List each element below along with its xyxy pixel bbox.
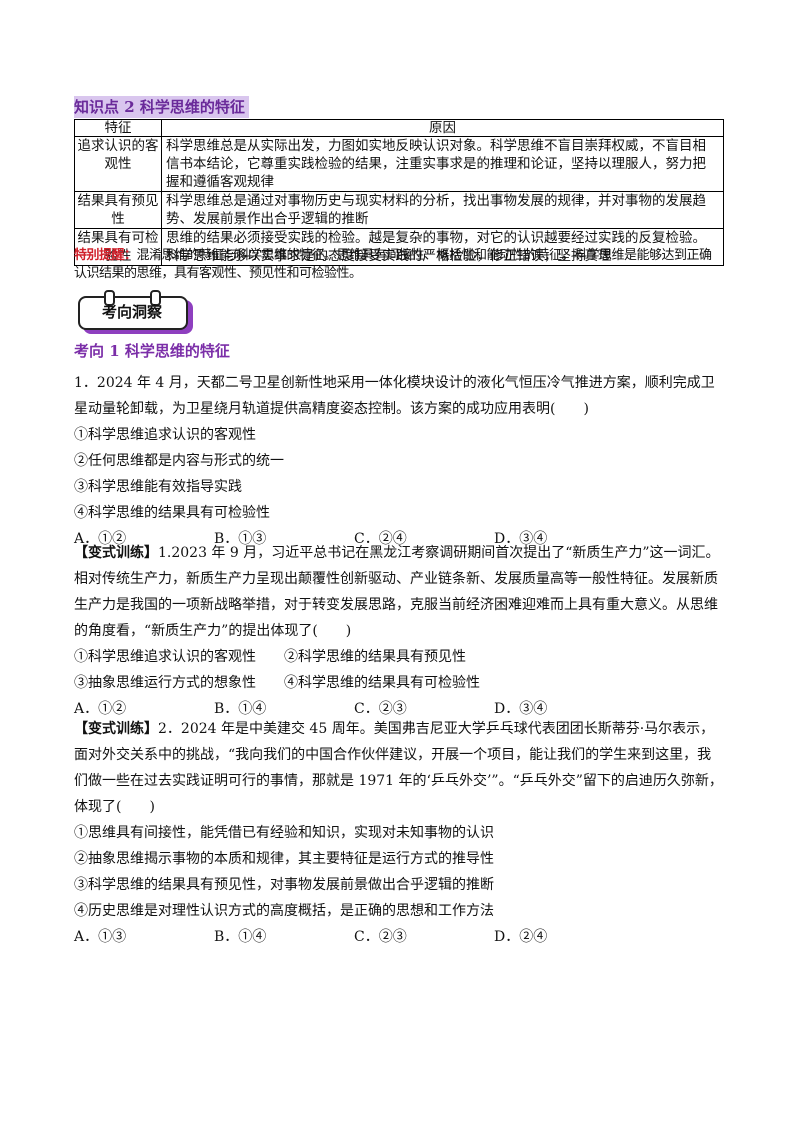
statement: ③抽象思维运行方式的想象性 [74,675,256,691]
option-d[interactable]: D．③④ [494,701,548,717]
statement-row: ③抽象思维运行方式的想象性 ④科学思维的结果具有可检验性 [74,670,724,696]
question-stem: 1．2024 年 4 月，天都二号卫星创新性地采用一体化模块设计的液化气恒压冷气… [74,375,715,417]
feature-cell: 结果具有可检验性 [74,228,162,266]
option-c[interactable]: C．②③ [354,929,407,945]
statement: ①科学思维追求认识的客观性 [74,427,256,443]
option-a[interactable]: A．①② [74,531,127,547]
feature-table: 特征 原因 追求认识的客观性 科学思维总是从实际出发，力图如实地反映认识对象。科… [74,119,724,266]
option-a[interactable]: A．①③ [74,929,127,945]
option-d[interactable]: D．②④ [494,929,548,945]
statement: ③科学思维的结果具有预见性，对事物发展前景做出合乎逻辑的推断 [74,877,494,893]
special-tip: 特别提醒：混淆思维的特征与科学思维的特征。思维具有间接性、概括性和能动性的特征。… [74,247,724,283]
table-header-row: 特征 原因 [74,119,724,137]
feature-cell: 结果具有预见性 [74,191,162,229]
variant-question-2: 【变式训练】2．2024 年是中美建交 45 周年。美国弗吉尼亚大学乒乓球代表团… [74,716,724,950]
option-c[interactable]: C．②③ [354,701,407,717]
feature-cell: 追求认识的客观性 [74,136,162,192]
answer-options: A．①③ B．①④ C．②③ D．②④ [74,924,724,950]
statement: ①科学思维追求认识的客观性 [74,649,256,665]
binder-ring-icon [150,290,161,306]
tip-text: 混淆思维的特征与科学思维的特征。思维具有间接性、概括性和能动性的特征。科学思维是… [74,248,712,281]
banner-label: 考向洞察 [101,303,162,321]
table-row: 结果具有可检验性 思维的结果必须接受实践的检验。越是复杂的事物，对它的认识越要经… [74,228,724,266]
option-d[interactable]: D．③④ [494,531,548,547]
statement: ④历史思维是对理性认识方式的高度概括，是正确的思想和工作方法 [74,903,494,919]
statement-row: ①科学思维追求认识的客观性 ②科学思维的结果具有预见性 [74,644,724,670]
tip-label: 特别提醒： [74,248,137,263]
variant-label: 【变式训练】 [74,545,158,561]
option-c[interactable]: C．②④ [354,531,407,547]
option-b[interactable]: B．①④ [214,929,267,945]
option-b[interactable]: B．①④ [214,701,267,717]
table-header-reason: 原因 [161,119,724,137]
statement: ②抽象思维揭示事物的本质和规律，其主要特征是运行方式的推导性 [74,851,494,867]
table-row: 结果具有预见性 科学思维总是通过对事物历史与现实材料的分析，找出事物发展的规律，… [74,191,724,229]
option-b[interactable]: B．①③ [214,531,267,547]
question-1: 1．2024 年 4 月，天都二号卫星创新性地采用一体化模块设计的液化气恒压冷气… [74,370,724,552]
option-a[interactable]: A．①② [74,701,127,717]
reason-cell: 科学思维总是从实际出发，力图如实地反映认识对象。科学思维不盲目崇拜权威，不盲目相… [161,136,724,192]
variant-label: 【变式训练】 [74,721,158,737]
answer-options: A．①② B．①③ C．②④ D．③④ [74,526,724,552]
reason-cell: 思维的结果必须接受实践的检验。越是复杂的事物，对它的认识越要经过实践的反复检验。… [161,228,724,266]
table-header-feature: 特征 [74,119,162,137]
statement: ②任何思维都是内容与形式的统一 [74,453,284,469]
knowledge-point-title: 知识点 2 科学思维的特征 [74,96,249,118]
statement: ④科学思维的结果具有可检验性 [74,505,270,521]
section-banner: 考向洞察 [78,290,190,332]
question-stem: 【变式训练】1.2023 年 9 月，习近平总书记在黑龙江考察调研期间首次提出了… [74,545,720,639]
answer-options: A．①② B．①④ C．②③ D．③④ [74,696,724,722]
statement: ①思维具有间接性，能凭借已有经验和知识，实现对未知事物的认识 [74,825,494,841]
question-stem: 【变式训练】2．2024 年是中美建交 45 周年。美国弗吉尼亚大学乒乓球代表团… [74,721,723,815]
statement: ②科学思维的结果具有预见性 [284,649,466,665]
table-row: 追求认识的客观性 科学思维总是从实际出发，力图如实地反映认识对象。科学思维不盲目… [74,136,724,192]
statement: ④科学思维的结果具有可检验性 [284,675,480,691]
binder-ring-icon [104,290,115,306]
reason-cell: 科学思维总是通过对事物历史与现实材料的分析，找出事物发展的规律，并对事物的发展趋… [161,191,724,229]
statement: ③科学思维能有效指导实践 [74,479,242,495]
section-title: 考向 1 科学思维的特征 [74,342,230,360]
variant-question-1: 【变式训练】1.2023 年 9 月，习近平总书记在黑龙江考察调研期间首次提出了… [74,540,724,722]
